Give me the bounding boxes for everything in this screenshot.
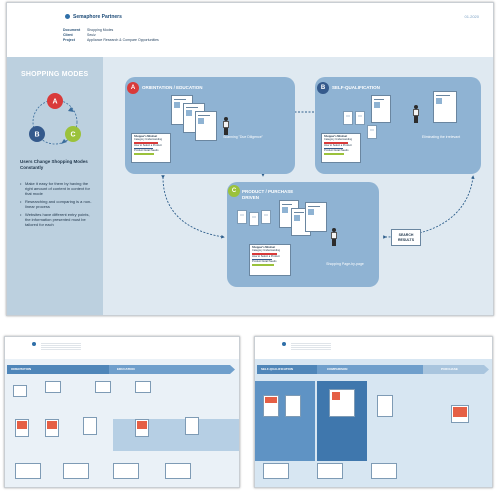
lane-band bbox=[113, 419, 239, 451]
callout-box bbox=[13, 385, 27, 397]
mode-badge-b: B bbox=[317, 82, 329, 94]
mode-card-self-qualification: B SELF-QUALIFICATION Eliminating the irr… bbox=[315, 77, 481, 174]
sidebar-bullets: Make it easy for them by having the righ… bbox=[20, 181, 96, 230]
shopper-figure bbox=[221, 117, 231, 135]
lane-label: COMPARISON bbox=[327, 367, 348, 371]
sidebar-panel: SHOPPING MODES A B C Users Change Shoppi… bbox=[7, 57, 103, 315]
lane-label: PURCHASE bbox=[441, 367, 458, 371]
callout-box bbox=[95, 381, 111, 393]
mini-page bbox=[451, 405, 469, 423]
search-results-box: SEARCH RESULTS bbox=[391, 229, 421, 246]
logo-icon bbox=[32, 342, 36, 346]
mode-title: ORIENTATION / EDUCATION bbox=[142, 85, 203, 90]
page-thumb bbox=[261, 210, 271, 224]
mode-cycle-diagram: A B C bbox=[29, 93, 81, 145]
thumb-header bbox=[5, 337, 239, 357]
thumb-body: ORIENTATION EDUCATION bbox=[5, 359, 239, 487]
mode-title: SELF-QUALIFICATION bbox=[332, 85, 380, 90]
logo-icon bbox=[65, 14, 70, 19]
lane-label: SELF-QUALIFICATION bbox=[261, 367, 293, 371]
logo-text: Semaphore Partners bbox=[73, 14, 122, 20]
page-number: 01.2020 bbox=[464, 14, 479, 19]
lane-label: ORIENTATION bbox=[11, 367, 32, 371]
thumb-header bbox=[255, 337, 492, 357]
mini-page bbox=[185, 417, 199, 435]
mode-caption: Shopping Page-by-page bbox=[326, 262, 364, 266]
lane-arrow bbox=[7, 365, 115, 374]
logo: Semaphore Partners bbox=[65, 14, 122, 20]
thumbnail-page-right[interactable]: SELF-QUALIFICATION COMPARISON PURCHASE bbox=[254, 336, 493, 488]
page-thumb bbox=[249, 212, 259, 226]
mini-page bbox=[263, 463, 289, 479]
mode-caption: Scanning "Due Diligence" bbox=[223, 135, 263, 139]
cycle-node-b bbox=[29, 126, 45, 142]
sidebar-title: SHOPPING MODES bbox=[21, 71, 89, 78]
lane-label: EDUCATION bbox=[117, 367, 135, 371]
mini-page bbox=[317, 463, 343, 479]
mini-page bbox=[63, 463, 89, 479]
mini-page bbox=[113, 463, 139, 479]
mini-page bbox=[45, 419, 59, 437]
lane-arrow bbox=[257, 365, 323, 374]
thumbnail-page-left[interactable]: ORIENTATION EDUCATION bbox=[4, 336, 240, 488]
mode-title: PRODUCT / PURCHASE DRIVEN bbox=[242, 189, 294, 200]
thumb-meta-lines bbox=[41, 343, 81, 351]
sidebar-subtitle: Users Change Shopping Modes Constantly bbox=[20, 159, 88, 170]
mini-page bbox=[371, 463, 397, 479]
lane-arrow bbox=[423, 365, 489, 374]
bullet-item: Researching and comparing is a non-linea… bbox=[20, 199, 96, 209]
diagram-canvas: A ORIENTATION / EDUCATION Scanning "Due … bbox=[103, 57, 493, 315]
logo-icon bbox=[282, 342, 286, 346]
page-thumb bbox=[343, 111, 353, 125]
cycle-label-a: A bbox=[52, 99, 57, 106]
shopper-mindset-note: Shopper's Mindset Category Understanding… bbox=[249, 244, 291, 276]
lane-arrow bbox=[109, 365, 235, 374]
cycle-label-b: B bbox=[34, 132, 39, 139]
mode-badge-c: C bbox=[228, 185, 240, 197]
mini-page bbox=[83, 417, 97, 435]
web-page-thumb bbox=[195, 111, 217, 141]
web-page-thumb bbox=[371, 95, 391, 123]
shopper-mindset-note: Shopper's Mindset Category Understanding… bbox=[321, 133, 361, 163]
page-thumb bbox=[367, 125, 377, 139]
mini-page bbox=[377, 395, 393, 417]
cycle-label-c: C bbox=[70, 132, 75, 139]
mini-page bbox=[15, 419, 29, 437]
bullet-item: Make it easy for them by having the righ… bbox=[20, 181, 96, 196]
thumb-meta-lines bbox=[291, 343, 331, 351]
shopper-figure bbox=[411, 105, 421, 123]
page-thumb bbox=[237, 210, 247, 224]
mini-page bbox=[165, 463, 191, 479]
mode-caption: Eliminating the irrelevant bbox=[421, 135, 461, 139]
bullet-item: Websites have different entry points, th… bbox=[20, 212, 96, 227]
shopper-figure bbox=[329, 228, 339, 246]
callout-box bbox=[45, 381, 61, 393]
lane-arrow bbox=[317, 365, 429, 374]
mini-page bbox=[15, 463, 41, 479]
cycle-node-c bbox=[65, 126, 81, 142]
thumb-body: SELF-QUALIFICATION COMPARISON PURCHASE bbox=[255, 359, 492, 487]
web-page-thumb bbox=[433, 91, 457, 123]
cycle-node-a bbox=[47, 93, 63, 109]
web-page-thumb bbox=[305, 202, 327, 232]
lane-band bbox=[255, 381, 315, 461]
mode-card-orientation: A ORIENTATION / EDUCATION Scanning "Due … bbox=[125, 77, 295, 174]
mini-page bbox=[263, 395, 279, 417]
mode-card-product-purchase: C PRODUCT / PURCHASE DRIVEN Shopping Pag… bbox=[227, 182, 379, 287]
mini-page bbox=[329, 389, 355, 417]
mini-page bbox=[285, 395, 301, 417]
mini-page bbox=[135, 419, 149, 437]
callout-box bbox=[135, 381, 151, 393]
shopper-mindset-note: Shopper's Mindset Category Understanding… bbox=[131, 133, 171, 163]
page-thumb bbox=[355, 111, 365, 125]
mode-badge-a: A bbox=[127, 82, 139, 94]
